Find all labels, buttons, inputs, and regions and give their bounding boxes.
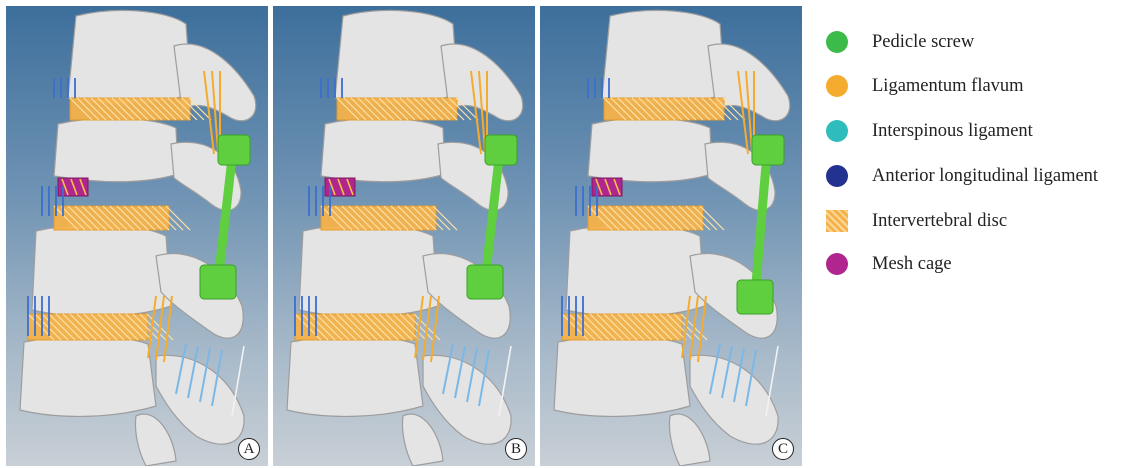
middle-vertebral-body — [299, 225, 438, 317]
spine-group — [20, 10, 256, 466]
legend-label: Pedicle screw — [872, 30, 974, 54]
panel-label-a: A — [238, 438, 260, 460]
upper-vertebral-body — [602, 10, 725, 103]
corpectomy-vertebral-body — [54, 118, 178, 182]
interspinous-ligament-marker-icon — [826, 120, 848, 142]
pedicle-screw-head-lower — [737, 280, 773, 314]
pedicle-screw-head-lower — [200, 265, 236, 299]
lower-vertebral-body — [554, 336, 690, 416]
spine-model-b — [273, 6, 535, 466]
upper-vertebral-body — [335, 10, 458, 103]
corpectomy-vertebral-body — [321, 118, 445, 182]
legend-label: Anterior longitudinal ligament — [872, 164, 1098, 188]
legend-label: Mesh cage — [872, 252, 952, 276]
legend-label: Interspinous ligament — [872, 119, 1033, 143]
disc-hatch-line — [700, 206, 724, 230]
model-panel-a: A — [6, 6, 268, 466]
middle-vertebral-body — [566, 225, 705, 317]
legend-label: Ligamentum flavum — [872, 74, 1024, 98]
pedicle-screw-head-upper — [752, 135, 784, 165]
pedicle-screw-head-upper — [485, 135, 517, 165]
spine-group — [554, 10, 790, 466]
mesh-cage-marker-icon — [826, 253, 848, 275]
ligamentum-flavum-marker-icon — [826, 75, 848, 97]
pedicle-screw-head-upper — [218, 135, 250, 165]
anterior-longitudinal-ligament-marker-icon — [826, 165, 848, 187]
upper-vertebral-body — [68, 10, 191, 103]
pedicle-screw-marker-icon — [826, 31, 848, 53]
panel-label-c: C — [772, 438, 794, 460]
lower-vertebral-body — [20, 336, 156, 416]
spine-model-a — [6, 6, 268, 466]
lower-vertebral-body — [287, 336, 423, 416]
inferior-articular-process — [135, 414, 176, 466]
middle-vertebral-body — [32, 225, 171, 317]
pedicle-screw-head-lower — [467, 265, 503, 299]
panel-label-b: B — [505, 438, 527, 460]
corpectomy-vertebral-body — [588, 118, 712, 182]
spine-model-c — [540, 6, 802, 466]
disc-hatch-line — [433, 206, 457, 230]
disc-hatch-line — [166, 206, 190, 230]
model-panel-b: B — [273, 6, 535, 466]
spine-group — [287, 10, 523, 466]
intervertebral-disc-marker-icon — [826, 210, 848, 232]
inferior-articular-process — [402, 414, 443, 466]
legend-label: Intervertebral disc — [872, 209, 1007, 233]
inferior-articular-process — [669, 414, 710, 466]
model-panel-c: C — [540, 6, 802, 466]
